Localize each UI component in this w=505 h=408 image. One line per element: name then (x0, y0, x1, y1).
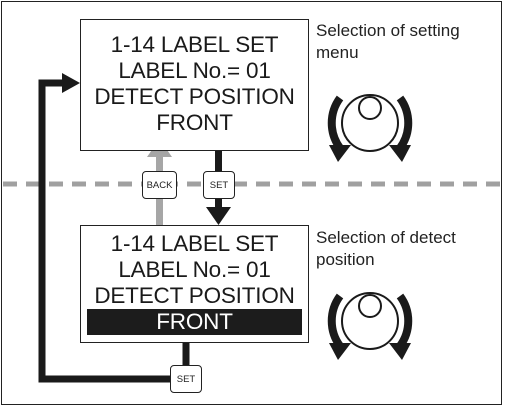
caption-detect-position: Selection of detect position (316, 228, 456, 269)
lcd-line: 1-14 LABEL SET (110, 231, 279, 256)
rotary-dial-icon[interactable] (318, 270, 422, 374)
lcd-screen-setting-menu: 1-14 LABEL SET LABEL No.= 01 DETECT POSI… (80, 19, 309, 151)
set-button[interactable]: SET (203, 171, 235, 199)
lcd-line: LABEL No.= 01 (118, 257, 271, 282)
set-arrow-head (206, 207, 231, 225)
back-button[interactable]: BACK (142, 171, 177, 199)
lcd-line: LABEL No.= 01 (118, 58, 271, 83)
set-return-button[interactable]: SET (170, 365, 202, 393)
lcd-line: FRONT (156, 110, 233, 135)
lcd-screen-detect-position: 1-14 LABEL SET LABEL No.= 01 DETECT POSI… (80, 225, 309, 343)
lcd-line: DETECT POSITION (94, 283, 295, 308)
lcd-line-highlighted: FRONT (87, 309, 302, 335)
lcd-line: DETECT POSITION (94, 84, 295, 109)
rotary-dial-icon[interactable] (318, 72, 422, 176)
return-loop-arrow-head (62, 73, 80, 93)
lcd-line: 1-14 LABEL SET (110, 32, 279, 57)
caption-setting-menu: Selection of setting menu (316, 21, 460, 62)
